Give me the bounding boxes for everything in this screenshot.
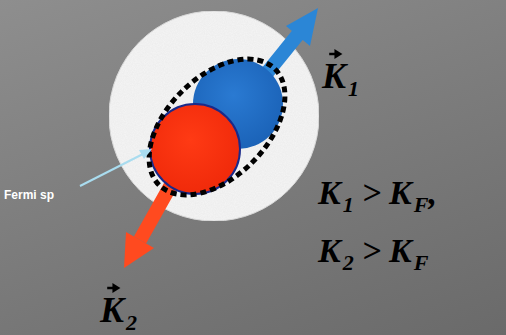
- symbol-text: K: [318, 174, 341, 211]
- label-group: K1>KF,: [318, 176, 437, 210]
- symbol-text: ,: [428, 174, 437, 211]
- symbol-text: >: [362, 174, 381, 211]
- leader-line: [80, 149, 152, 186]
- subscript: 1: [348, 76, 359, 101]
- symbol-text: K: [389, 232, 412, 269]
- label-group: K1: [322, 58, 359, 94]
- subscript: F: [414, 192, 429, 217]
- label-group: K2: [100, 292, 137, 328]
- symbol-text: >: [362, 232, 381, 269]
- subscript: 1: [343, 192, 354, 217]
- label-group: K2>KF: [318, 234, 428, 268]
- dashed-boundary: [124, 34, 311, 221]
- symbol-text: K: [322, 56, 346, 96]
- symbol-text: K: [318, 232, 341, 269]
- fermi-sphere: [109, 11, 319, 221]
- subscript: 2: [126, 310, 137, 335]
- region-label: Fermi sp: [4, 188, 54, 202]
- label-group: Fermi sp: [4, 186, 54, 202]
- subscript: F: [414, 250, 429, 275]
- symbol-text: K: [100, 290, 124, 330]
- subscript: 2: [343, 250, 354, 275]
- symbol-text: K: [389, 174, 412, 211]
